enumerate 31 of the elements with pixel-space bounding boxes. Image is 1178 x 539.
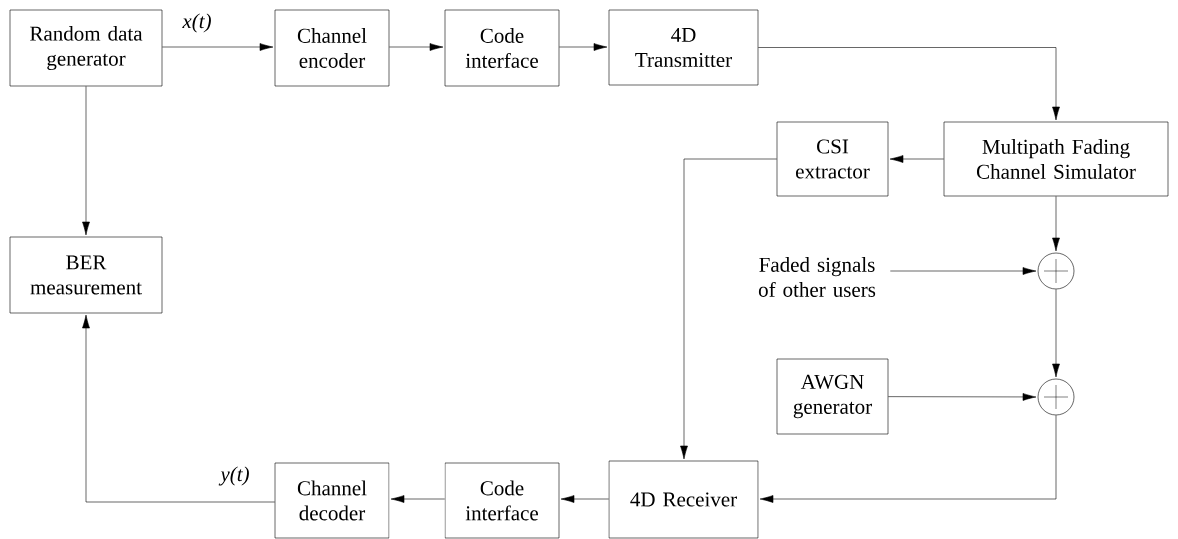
arrow — [890, 267, 1037, 275]
arrow — [1052, 289, 1060, 378]
process-box: Channel decoder — [274, 462, 390, 539]
arrow — [390, 495, 445, 503]
arrow — [758, 47, 1060, 121]
summing-junction — [1037, 378, 1075, 416]
arrow — [162, 43, 274, 51]
arrow — [888, 393, 1037, 401]
bare-text: Faded signals of other users — [758, 257, 876, 297]
process-box: Random data generator — [9, 9, 163, 87]
arrow — [680, 158, 777, 460]
edge-label: x(t) — [181, 12, 213, 34]
arrow — [389, 43, 444, 51]
process-box: AWGN generator — [776, 358, 889, 435]
process-box: 4D Transmitter — [608, 9, 759, 86]
edge-label: y(t) — [218, 465, 251, 487]
arrow — [559, 43, 608, 51]
arrow — [759, 415, 1057, 503]
process-box: Channel encoder — [274, 9, 390, 87]
arrow — [889, 155, 944, 163]
process-box: Code interface — [444, 9, 560, 87]
arrow — [560, 495, 609, 503]
process-box: 4D Receiver — [608, 460, 759, 539]
process-box: Code interface — [444, 462, 560, 539]
summing-junction — [1037, 252, 1075, 290]
arrow — [82, 314, 275, 503]
process-box: CSI extractor — [776, 121, 889, 197]
arrow — [1052, 196, 1060, 252]
arrow — [82, 86, 90, 236]
process-box: BER measurement — [9, 236, 163, 314]
process-box: Multipath Fading Channel Simulator — [943, 121, 1169, 197]
